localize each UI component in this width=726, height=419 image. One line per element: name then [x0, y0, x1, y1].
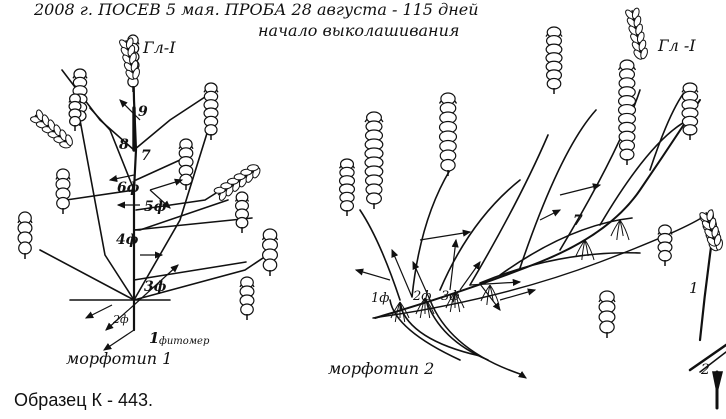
inflorescence-lobe — [57, 198, 70, 210]
plant1-main-label: Гл-I — [143, 38, 176, 57]
inflorescence — [56, 169, 70, 214]
stem-line — [600, 120, 688, 225]
plant3-number-2: 2 — [701, 362, 710, 378]
plant1-number-8: 8 — [119, 137, 129, 153]
spike — [30, 109, 74, 149]
inflorescence — [179, 139, 193, 190]
leaf-arrow — [86, 305, 112, 318]
stem-line — [700, 240, 712, 340]
leaf-arrow — [450, 240, 456, 290]
inflorescence-lobe — [263, 259, 276, 271]
inflorescence — [365, 112, 383, 209]
inflorescence — [619, 60, 636, 165]
stem-line — [412, 170, 450, 297]
stem-line — [40, 250, 134, 300]
inflorescence-lobe — [600, 321, 614, 333]
plant2-number-7: 7 — [573, 213, 583, 229]
inflorescence — [546, 27, 562, 94]
plant1-number-6f: 6ф — [117, 180, 139, 196]
leaf-arrow — [470, 282, 520, 285]
plant1-number-7: 7 — [141, 148, 151, 164]
leaf-arrow — [120, 100, 140, 120]
inflorescence-lobe — [70, 117, 81, 127]
plant2-caption: морфотип 2 — [328, 359, 434, 378]
stem-line — [134, 218, 252, 230]
inflorescence-lobe — [367, 193, 382, 204]
root — [620, 220, 629, 240]
plant1-number-4f: 4ф — [116, 232, 138, 248]
inflorescence — [658, 225, 672, 266]
spike-grain — [247, 164, 258, 171]
inflorescence-lobe — [620, 149, 634, 160]
inflorescence — [263, 229, 278, 276]
root — [585, 240, 594, 260]
plant1-caption: морфотип 1 — [66, 349, 172, 368]
plant2-number-2f: 2ф — [413, 289, 431, 304]
plant2-number-3f: 3ф — [441, 289, 459, 304]
inflorescence-lobe — [241, 304, 254, 315]
plant1-phytomer-word: фитомер — [159, 336, 209, 347]
leaf-arrow — [392, 250, 412, 297]
spike — [698, 209, 721, 247]
plant1-number-9: 9 — [138, 104, 148, 120]
inflorescence-lobe — [659, 251, 672, 262]
spike — [624, 7, 649, 60]
inflorescence-lobe — [341, 201, 354, 211]
inflorescence-lobe — [19, 242, 32, 254]
leaf-arrow — [520, 374, 526, 378]
plant1-number-5f: 5ф — [144, 199, 166, 215]
leaf-arrow — [104, 330, 134, 350]
leaf-arrow — [356, 270, 390, 280]
inflorescence — [236, 192, 249, 233]
inflorescence-lobe — [205, 125, 217, 135]
inflorescence-lobe — [441, 160, 455, 172]
inflorescence — [240, 277, 254, 320]
inflorescence-lobe — [683, 125, 697, 135]
inflorescence — [18, 212, 32, 259]
plant3-number-1: 1 — [689, 279, 699, 297]
plant2-number-1f: 1ф — [371, 291, 389, 306]
inflorescence — [204, 83, 218, 140]
leaf-arrow — [420, 232, 470, 240]
inflorescence-lobe — [547, 78, 561, 89]
inflorescence — [599, 291, 615, 338]
plant1-number-1: 1 — [149, 329, 159, 347]
inflorescence-lobe — [236, 218, 248, 229]
stem-line — [480, 253, 640, 283]
plant2-main-label: Гл -I — [658, 36, 696, 55]
inflorescence — [69, 94, 81, 131]
stem-line — [430, 300, 520, 374]
inflorescence — [440, 93, 457, 176]
stem-line — [426, 300, 488, 360]
leaf-arrow — [150, 180, 182, 190]
inflorescence — [682, 83, 698, 140]
sample-label: Образец К - 443. — [14, 390, 153, 411]
plant1-number-2f: 2ф — [113, 313, 129, 326]
inflorescence — [340, 159, 355, 216]
plant1-number-3f: 3ф — [144, 279, 166, 295]
leaf-arrow — [540, 210, 560, 220]
